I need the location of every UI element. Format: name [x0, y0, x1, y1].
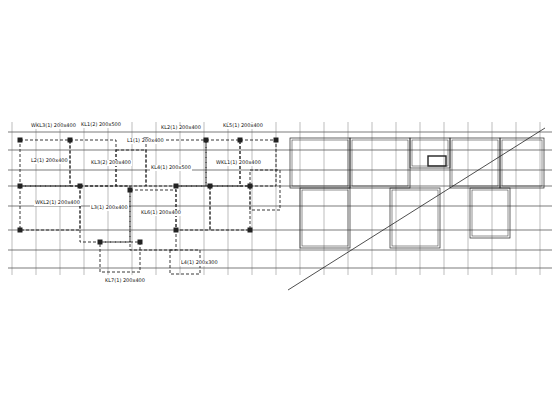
grid-line — [252, 122, 253, 275]
opening — [428, 156, 446, 166]
column — [204, 138, 208, 142]
beam-label: WKL2(1) 200x400 — [34, 200, 81, 206]
grid-line — [180, 122, 181, 275]
column — [18, 228, 22, 232]
beam-outline — [100, 242, 140, 272]
beam-label: KL1(2) 200x500 — [80, 122, 122, 128]
grid-line — [12, 122, 13, 275]
grid-line — [396, 122, 397, 275]
beam-label: WKL3(1) 200x400 — [30, 123, 77, 129]
wall-outline — [290, 138, 350, 188]
column — [78, 184, 82, 188]
beam-label: KL4(1) 200x500 — [150, 165, 192, 171]
beam-outline — [80, 186, 130, 242]
grid-line — [132, 122, 133, 275]
wall-outline — [472, 190, 508, 236]
diagonal-line — [288, 128, 545, 290]
column — [248, 184, 252, 188]
wall-outline — [452, 140, 498, 186]
beam-outline — [20, 186, 80, 230]
grid-line — [228, 122, 229, 275]
wall-outline — [302, 190, 348, 246]
grid-line — [156, 122, 157, 275]
column — [98, 240, 102, 244]
column — [174, 228, 178, 232]
wall-outline — [300, 188, 350, 248]
column — [174, 184, 178, 188]
column — [18, 138, 22, 142]
wall-outline — [450, 138, 500, 188]
grid-line — [36, 122, 37, 275]
column — [238, 138, 242, 142]
column — [18, 184, 22, 188]
beam-outline — [130, 190, 176, 250]
beam-label: L4(1) 200x300 — [180, 260, 219, 266]
beam-label: KL7(1) 200x400 — [104, 278, 146, 284]
grid-line — [60, 122, 61, 275]
grid-line — [84, 122, 85, 275]
wall-outline — [350, 138, 410, 188]
grid-line — [8, 150, 552, 151]
wall-outline — [502, 140, 542, 186]
beam-outline — [210, 186, 250, 230]
beam-label: L3(1) 200x400 — [90, 205, 129, 211]
beam-outline — [116, 150, 146, 186]
beam-label: L1(1) 200x400 — [126, 138, 165, 144]
beam-label: L2(1) 200x400 — [30, 158, 69, 164]
grid-line — [468, 122, 469, 275]
beam-label: KL3(2) 200x400 — [90, 160, 132, 166]
wall-outline — [352, 140, 408, 186]
grid-line — [420, 122, 421, 275]
wall-outline — [292, 140, 348, 186]
wall-outline — [390, 188, 440, 248]
grid-line — [8, 250, 552, 251]
column — [208, 184, 212, 188]
grid-line — [372, 122, 373, 275]
beam-outline — [20, 140, 70, 186]
beam-label: KL2(1) 200x400 — [160, 125, 202, 131]
grid-line — [8, 268, 552, 269]
grid-line — [8, 230, 552, 231]
wall-outline — [392, 190, 438, 246]
wall-outline — [410, 138, 450, 168]
beam-label: KL5(1) 200x400 — [222, 123, 264, 129]
beam-outline — [250, 170, 280, 210]
wall-outline — [500, 138, 544, 188]
wall-outline — [470, 188, 510, 238]
column — [68, 138, 72, 142]
grid-line — [108, 122, 109, 275]
grid-line — [540, 122, 541, 275]
beam-label: WKL1(1) 200x400 — [215, 160, 262, 166]
grid-line — [8, 132, 552, 133]
column — [274, 138, 278, 142]
grid-line — [324, 122, 325, 275]
grid-line — [204, 122, 205, 275]
beam-outline — [146, 140, 206, 186]
column — [248, 228, 252, 232]
wall-outline — [412, 140, 448, 166]
grid-line — [444, 122, 445, 275]
beam-label: KL6(1) 200x400 — [140, 210, 182, 216]
column — [128, 188, 132, 192]
column — [138, 240, 142, 244]
grid-line — [516, 122, 517, 275]
beam-outline — [176, 186, 210, 230]
grid-line — [492, 122, 493, 275]
